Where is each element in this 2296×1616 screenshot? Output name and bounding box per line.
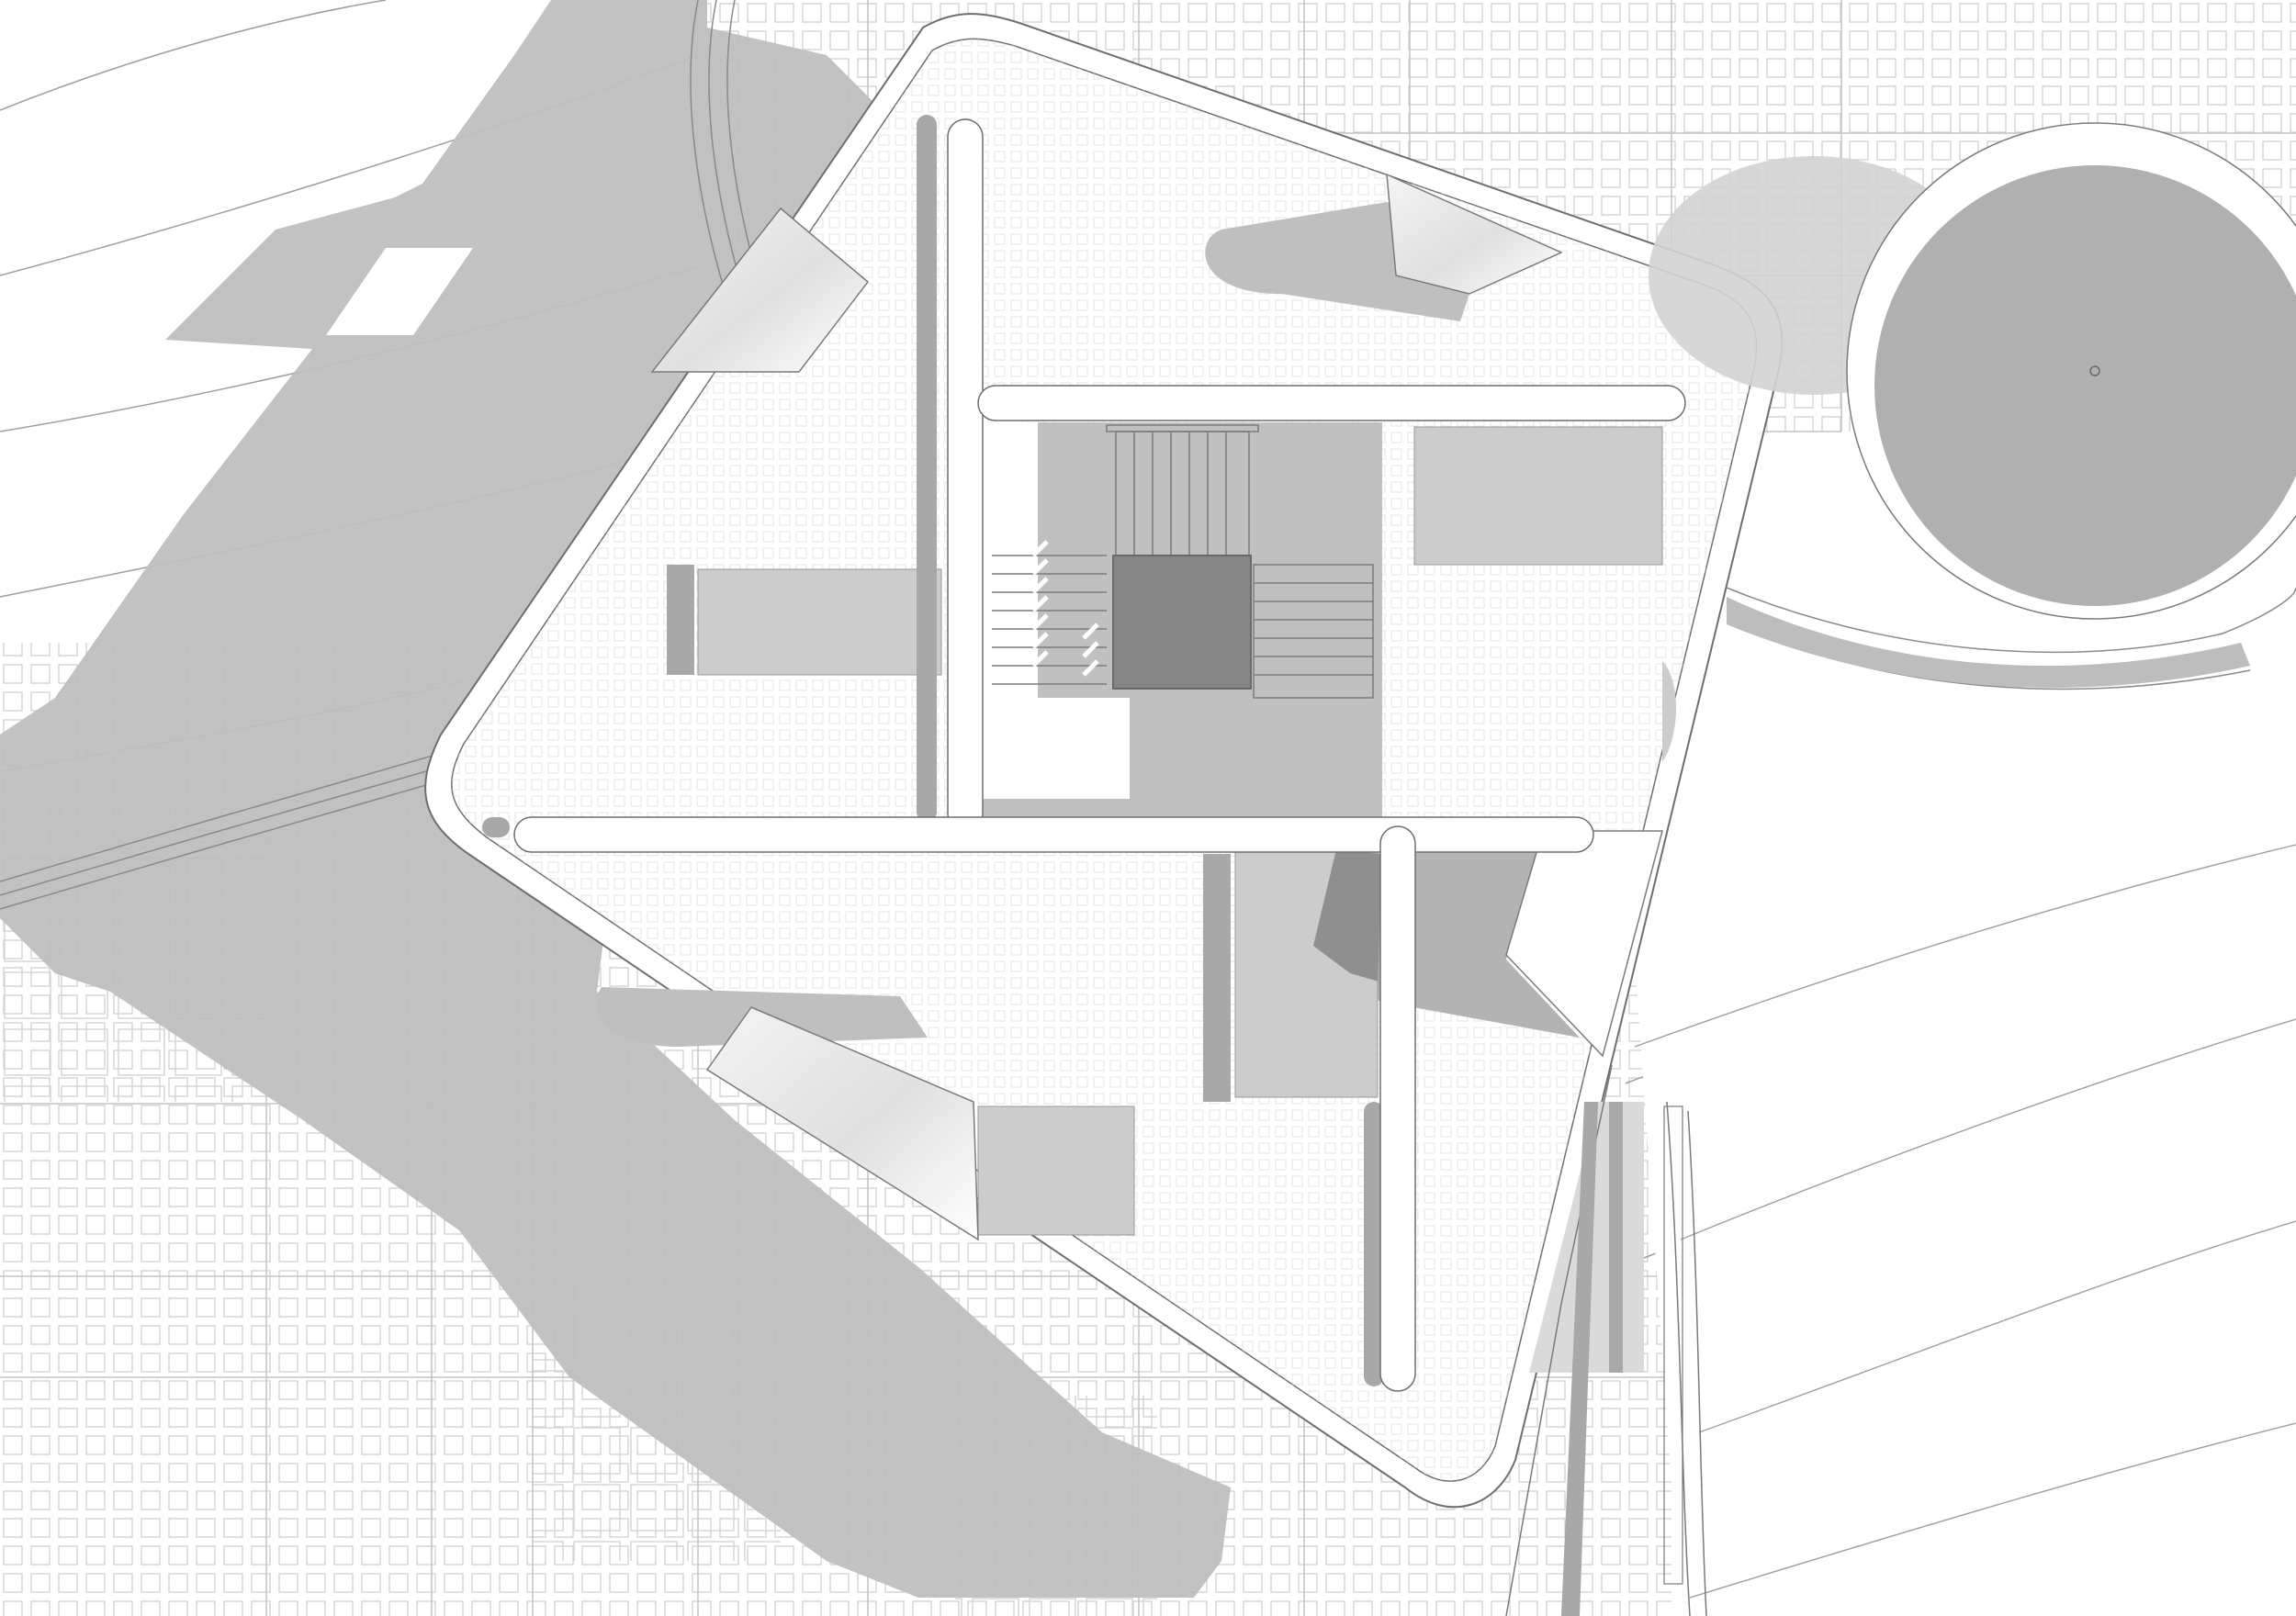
column-dark	[1609, 1102, 1623, 1373]
skylight-upper-left	[650, 207, 870, 373]
tree-canopy	[1874, 165, 2296, 606]
planter-left	[697, 568, 942, 676]
skylight-lower-left	[705, 1006, 979, 1241]
tree-centre-point	[2089, 365, 2100, 376]
tree	[1649, 122, 2296, 690]
planter-right-edge	[1662, 661, 1676, 762]
planters	[667, 426, 1676, 1236]
planter-centre-shadow	[1203, 854, 1231, 1102]
walkway-east-west-upper	[977, 385, 1686, 421]
central-court	[983, 422, 1382, 817]
walkway-north-south	[947, 118, 984, 832]
shadow-opening	[326, 248, 473, 335]
walkway-south	[1379, 825, 1416, 1392]
walkways	[482, 115, 1686, 1392]
skylight-lower-right	[1505, 830, 1663, 1058]
skylight-upper-right	[1386, 173, 1563, 295]
shadow-right-court	[1378, 817, 1580, 1038]
court-void	[1112, 555, 1252, 690]
east-path	[1505, 1064, 1707, 1616]
planter-top-right	[1413, 426, 1663, 566]
planter-bottom	[977, 1105, 1135, 1236]
lawn-area	[1626, 569, 2296, 1616]
skylights	[650, 173, 1663, 1241]
dark-shadow-wedge	[1313, 849, 1382, 982]
walkway-east-west-lower	[513, 816, 1594, 853]
planter-left-shadow	[667, 565, 694, 675]
